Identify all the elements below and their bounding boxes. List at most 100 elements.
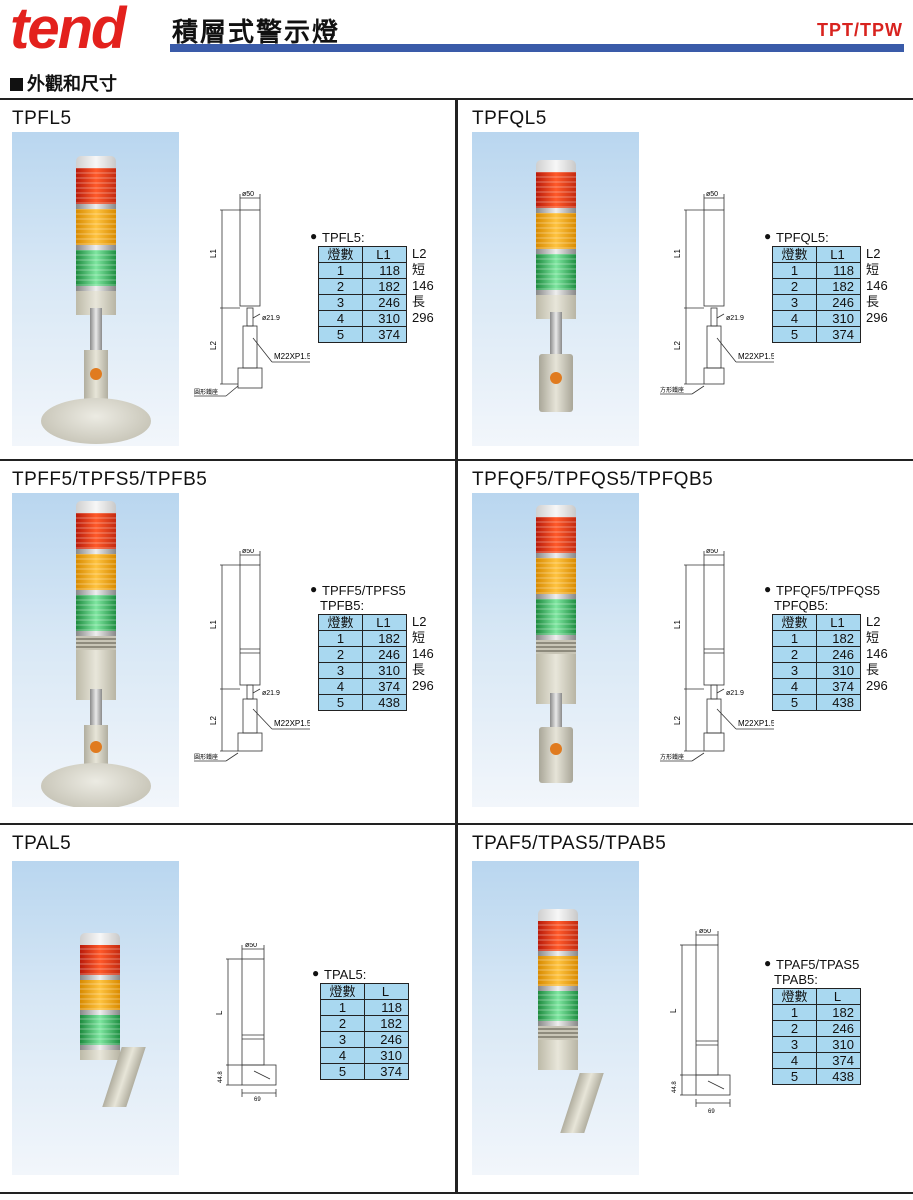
section-title: 外觀和尺寸 (10, 70, 117, 96)
pole-diameter-label: ø21.9 (726, 315, 744, 322)
spec-header-line-2: TPFQB5: (774, 598, 829, 613)
cell: 374 (362, 678, 407, 695)
cell: 4 (320, 1047, 365, 1064)
bullet-icon: ● (764, 956, 772, 970)
thread-label: M22XP1.5 (274, 352, 310, 361)
col-len-header: L1 (362, 614, 407, 631)
cell: 2 (772, 1020, 817, 1037)
cell: 182 (362, 278, 407, 295)
cell: 1 (772, 630, 817, 647)
cell: 438 (362, 694, 407, 711)
product-photo (12, 493, 179, 807)
height-label: 44.8 (672, 1081, 678, 1093)
width-label: 69 (254, 1097, 261, 1103)
l2-long: 長296 (866, 662, 888, 693)
base-label: 圓形鐵座 (194, 388, 218, 396)
model-title: TPFF5/TPFS5/TPFB5 (12, 469, 208, 490)
cell: 3 (318, 662, 363, 679)
diameter-label: ø50 (242, 191, 254, 198)
panel-tpff5: TPFF5/TPFS5/TPFB5 ø50 ø2 (0, 461, 455, 821)
cell: 1 (320, 999, 365, 1016)
model-title: TPAL5 (12, 833, 72, 854)
l2-header: L2 (866, 246, 881, 261)
l1-label: L1 (673, 620, 682, 629)
col-count-header: 燈數 (772, 988, 817, 1005)
cell: 4 (772, 678, 817, 695)
cell: 2 (318, 278, 363, 295)
panel-tpfl5: TPFL5 ø50 ø21.9 M22XP1.5 圓形鐵座 (0, 100, 455, 458)
dimension-drawing: ø50 ø21.9 M22XP1.5 圓形鐵座 L1 L2 (194, 191, 310, 397)
section-title-text: 外觀和尺寸 (27, 74, 117, 95)
cell: 246 (362, 294, 407, 311)
col-count-header: 燈數 (320, 983, 365, 1000)
l1-label: L1 (209, 249, 218, 258)
cell: 374 (816, 678, 861, 695)
cell: 310 (362, 662, 407, 679)
base-label: 圓形鐵座 (194, 753, 218, 761)
cell: 182 (362, 630, 407, 647)
thread-label: M22XP1.5 (738, 352, 774, 361)
cell: 246 (816, 646, 861, 663)
product-photo (472, 132, 639, 446)
l2-short: 短146 (412, 630, 434, 661)
cell: 3 (320, 1031, 365, 1048)
spec-header-line-1: TPAF5/TPAS5 (776, 957, 860, 972)
dimension-drawing: ø50 L 44.8 69 (215, 943, 277, 1103)
cell: 182 (816, 630, 861, 647)
series-code: TPT/TPW (817, 20, 903, 40)
l2-short: 短146 (412, 262, 434, 293)
divider-bottom (0, 1192, 913, 1194)
divider-col-3 (455, 823, 458, 1193)
signal-tower (536, 505, 576, 704)
l2-header: L2 (412, 614, 427, 629)
square-bullet-icon (10, 78, 23, 91)
l2-label: L2 (673, 341, 682, 350)
thread-label: M22XP1.5 (274, 719, 310, 728)
product-photo (12, 132, 179, 446)
col-count-header: 燈數 (318, 614, 363, 631)
cell: 438 (816, 694, 861, 711)
divider-col-2 (455, 459, 458, 824)
diameter-label: ø50 (706, 549, 718, 555)
cell: 2 (772, 278, 817, 295)
panel-tpfqf5: TPFQF5/TPFQS5/TPFQB5 ø50 ø21. (458, 461, 913, 821)
divider-col-1 (455, 98, 458, 460)
brand-logo: tend (10, 0, 126, 61)
l-label: L (215, 1010, 224, 1015)
bullet-icon: ● (310, 229, 318, 243)
l2-column: L2 短146 長296 (866, 246, 888, 326)
dimension-drawing: ø50 ø21.9 M22XP1.5 方形鐵座 L1 L2 (660, 191, 774, 395)
cell: 5 (772, 1068, 817, 1085)
cell: 118 (816, 262, 861, 279)
cell: 3 (318, 294, 363, 311)
cell: 310 (362, 310, 407, 327)
col-count-header: 燈數 (318, 246, 363, 263)
model-title: TPFL5 (12, 108, 72, 129)
cell: 310 (816, 310, 861, 327)
cell: 4 (318, 310, 363, 327)
l2-header: L2 (412, 246, 427, 261)
l2-long: 長296 (412, 294, 434, 325)
col-len-header: L1 (816, 246, 861, 263)
width-label: 69 (708, 1109, 715, 1115)
